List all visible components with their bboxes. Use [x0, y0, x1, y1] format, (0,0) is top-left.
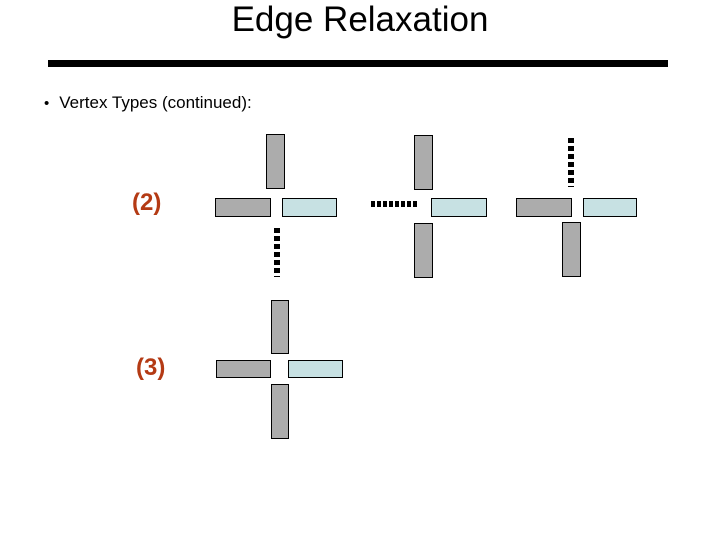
slide-title: Edge Relaxation — [231, 0, 489, 39]
vertex-type-3-label: (3) — [136, 354, 166, 381]
dotted-edge-vertical — [274, 228, 280, 277]
blue-edge-horizontal — [288, 360, 343, 378]
gray-edge-vertical — [414, 135, 433, 190]
gray-edge-vertical — [271, 384, 289, 439]
gray-edge-horizontal — [215, 198, 271, 217]
dotted-edge-vertical — [568, 138, 574, 187]
blue-edge-horizontal — [583, 198, 637, 217]
gray-edge-vertical — [562, 222, 581, 277]
gray-edge-horizontal — [516, 198, 572, 217]
bullet-marker: • — [44, 95, 50, 112]
blue-edge-horizontal — [282, 198, 337, 217]
gray-edge-horizontal — [216, 360, 271, 378]
bullet-line: • Vertex Types (continued): — [44, 93, 252, 113]
gray-edge-vertical — [271, 300, 289, 354]
blue-edge-horizontal — [431, 198, 487, 217]
bullet-text: Vertex Types (continued): — [59, 93, 252, 112]
gray-edge-vertical — [266, 134, 285, 189]
title-underline — [48, 60, 668, 67]
gray-edge-vertical — [414, 223, 433, 278]
vertex-type-2-label: (2) — [132, 189, 162, 216]
dotted-edge-horizontal — [371, 201, 418, 207]
